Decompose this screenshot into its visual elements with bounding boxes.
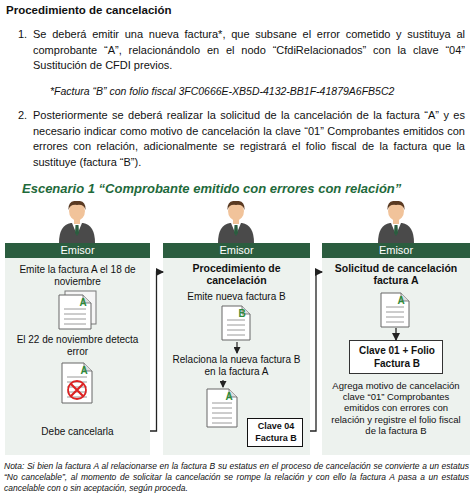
invoice-outline bbox=[60, 362, 96, 404]
paragraph: Posteriormente se deberá realizar la sol… bbox=[33, 108, 465, 170]
section-heading: Escenario 1 “Comprobante emitido con err… bbox=[22, 181, 467, 197]
step-panel: Procedimiento de cancelaciónEmite nueva … bbox=[163, 258, 310, 455]
invoice-page bbox=[62, 363, 92, 403]
header-band: Emisor bbox=[322, 243, 470, 258]
text-line bbox=[64, 314, 86, 315]
text-line bbox=[227, 330, 245, 331]
step-text: Emite nueva factura B bbox=[168, 291, 305, 303]
person-icon bbox=[378, 201, 414, 243]
step-text: Procedimiento de cancelación bbox=[171, 262, 302, 286]
text-line bbox=[386, 322, 404, 323]
step-text: El 22 de noviembre detecta error bbox=[11, 334, 144, 358]
node-text: Clave 04 Factura B bbox=[250, 421, 302, 444]
text-line bbox=[67, 392, 87, 393]
relation-tag: Clave 04 Factura B bbox=[247, 418, 303, 447]
node-text: Emisor bbox=[5, 244, 150, 257]
invoice-icon: A bbox=[58, 290, 98, 330]
text-line bbox=[212, 413, 232, 414]
error-cross bbox=[71, 384, 83, 396]
invoice-page bbox=[59, 295, 91, 329]
flow-arrow bbox=[236, 342, 237, 353]
step-panel: Solicitud de cancelación factura A Agrega… bbox=[322, 258, 470, 455]
text-line bbox=[386, 312, 404, 313]
text-line bbox=[212, 418, 232, 419]
node-text: B bbox=[236, 308, 248, 319]
note: Nota: Si bien la factura A al relacionar… bbox=[4, 461, 469, 494]
invoice-page bbox=[381, 293, 409, 327]
page-heading: Procedimiento de cancelación bbox=[6, 4, 306, 18]
text-line bbox=[227, 335, 245, 336]
text-line bbox=[227, 325, 245, 326]
paragraph: Se deberá emitir una nueva factura*, que… bbox=[33, 27, 465, 74]
list-number: 2. bbox=[18, 108, 32, 124]
text-line bbox=[212, 423, 232, 424]
step-panel: Emite la factura A el 18 de noviembre El … bbox=[5, 258, 150, 455]
node-text: A bbox=[223, 391, 235, 402]
flow-connector bbox=[395, 328, 396, 340]
invoice-outline bbox=[58, 290, 98, 330]
text-line bbox=[386, 307, 404, 308]
text-line bbox=[64, 324, 86, 325]
reason-box: Clave 01 + Folio Factura B bbox=[349, 340, 443, 374]
header-band: Emisor bbox=[163, 243, 310, 258]
node-text: A bbox=[395, 295, 407, 306]
invoice-outline bbox=[205, 388, 241, 428]
text-line bbox=[67, 377, 87, 378]
text-line bbox=[386, 317, 404, 318]
person-icon bbox=[218, 201, 254, 243]
list-number: 1. bbox=[18, 27, 32, 43]
step-text: Debe cancelarla bbox=[11, 426, 144, 438]
invoice-page bbox=[222, 306, 250, 340]
footnote: *Factura “B” con folio fiscal 3FC0666E-X… bbox=[50, 85, 465, 98]
invoice-outline bbox=[379, 292, 413, 328]
text-line bbox=[227, 320, 245, 321]
node-text: A bbox=[77, 297, 89, 308]
text-line bbox=[212, 408, 232, 409]
invoice-icon: B bbox=[220, 305, 254, 341]
step-text: Solicitud de cancelación factura A bbox=[330, 262, 462, 286]
text-line bbox=[67, 387, 87, 388]
flow-connector bbox=[150, 272, 163, 431]
step-text: Agrega motivo de cancelación clave “01” … bbox=[327, 380, 465, 436]
node-text: A bbox=[78, 365, 90, 376]
invoice-icon: A bbox=[205, 388, 241, 428]
text-line bbox=[212, 403, 232, 404]
flow-connector bbox=[310, 272, 322, 431]
node-text: Clave 01 + Folio Factura B bbox=[353, 345, 441, 370]
person-icon bbox=[59, 201, 95, 243]
invoice-page bbox=[207, 389, 237, 427]
invoice-error-icon: A bbox=[60, 362, 96, 404]
error-stamp bbox=[68, 381, 86, 399]
flow-arrow bbox=[222, 380, 223, 387]
header-band: Emisor bbox=[5, 243, 150, 258]
node-text: Emisor bbox=[322, 244, 470, 257]
node-text: Emisor bbox=[163, 244, 310, 257]
text-line bbox=[64, 309, 86, 310]
step-text: Relaciona la nueva factura B en la factu… bbox=[171, 354, 302, 378]
invoice-outline bbox=[220, 305, 254, 341]
text-line bbox=[64, 319, 86, 320]
step-text: Emite la factura A el 18 de noviembre bbox=[11, 264, 144, 288]
invoice-icon: A bbox=[379, 292, 413, 328]
